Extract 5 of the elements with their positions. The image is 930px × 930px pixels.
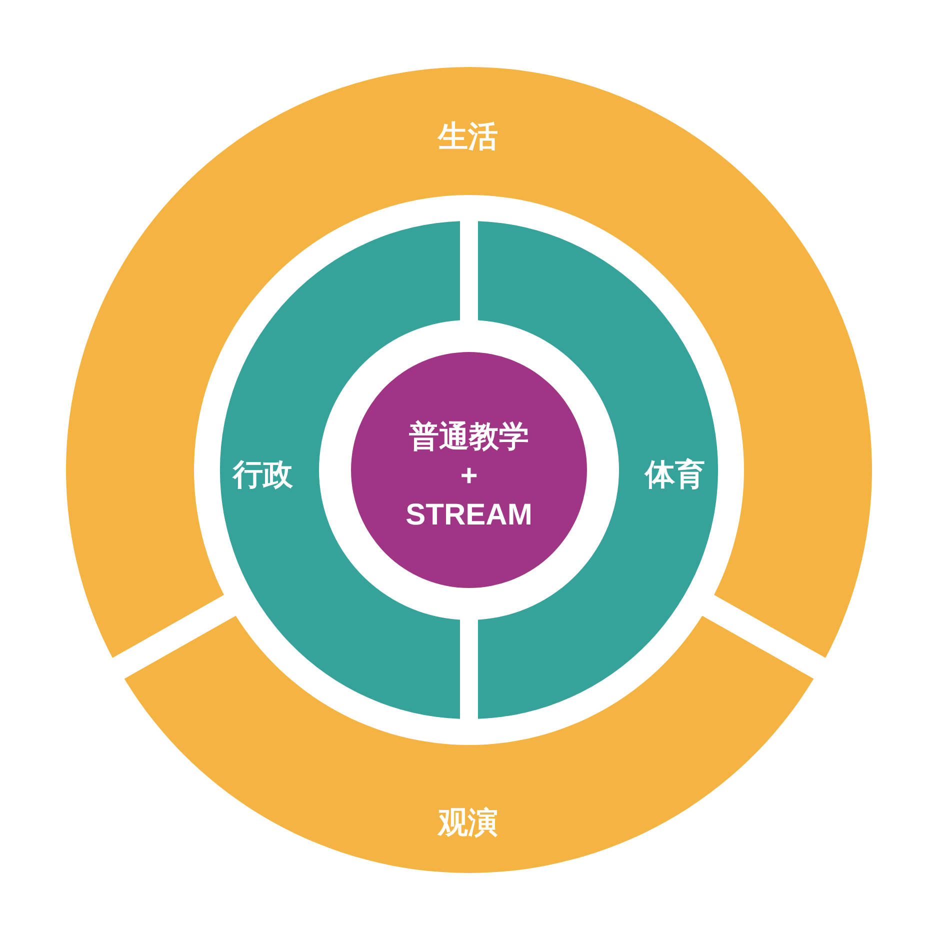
center-label: 普通教学 + STREAM	[406, 419, 532, 534]
segment-label: 行政	[233, 458, 293, 494]
segment-label: 体育	[645, 457, 705, 494]
segment-label: 观演	[438, 806, 498, 842]
segment-label: 生活	[438, 120, 498, 156]
